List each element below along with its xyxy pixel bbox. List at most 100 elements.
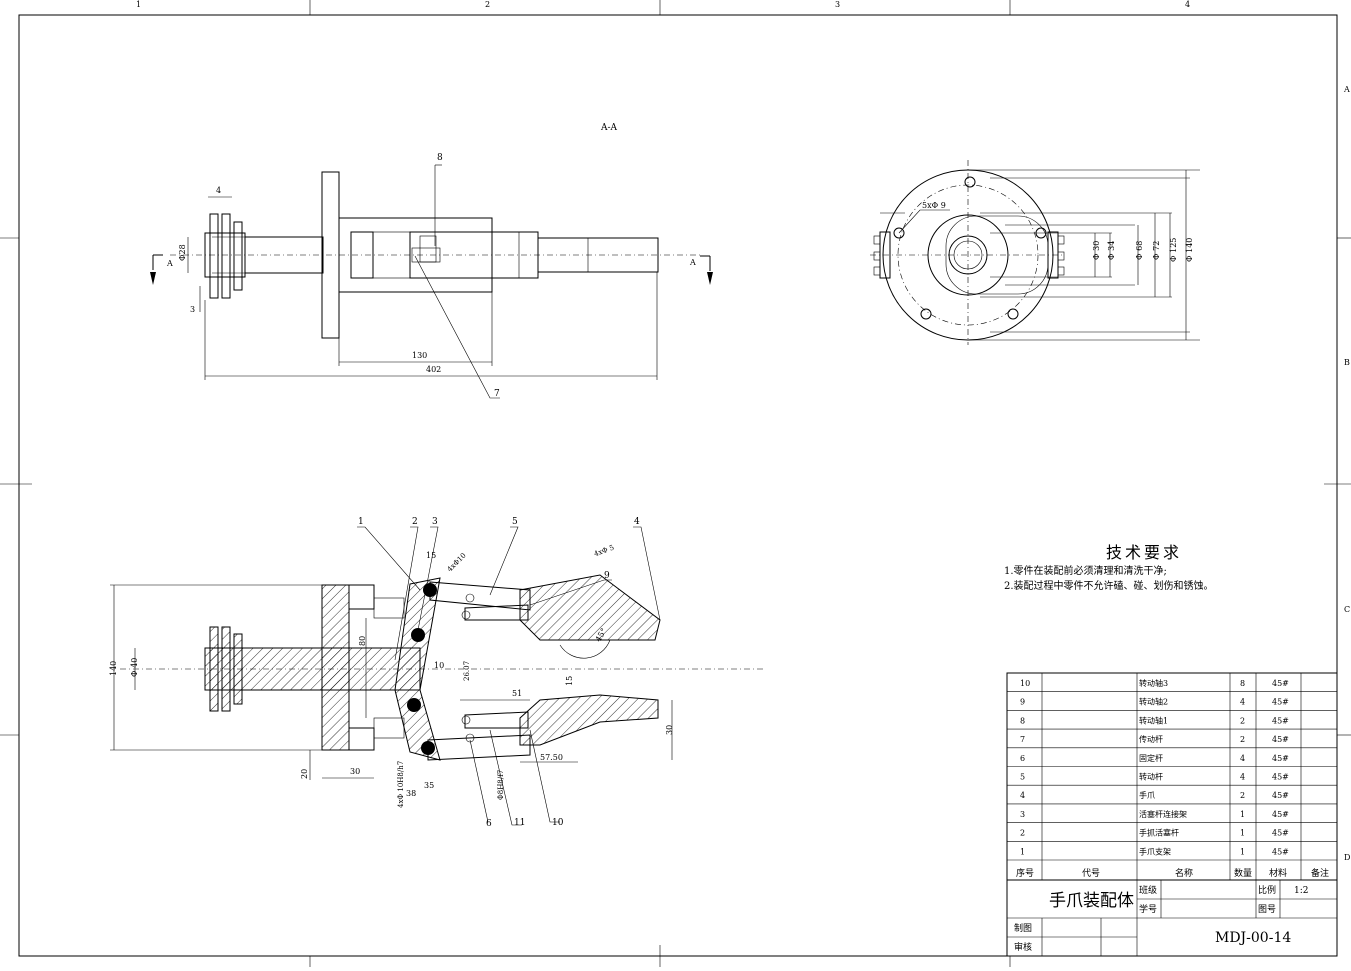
- side-view: Φ 140 Φ 125 Φ 72 Φ 68 Φ 34 Φ 30 5xΦ 9: [870, 160, 1200, 345]
- dim-holes3: 4xΦ 10H8/h7: [397, 761, 405, 808]
- id-label: 学号: [1139, 903, 1157, 915]
- dim-holes1: 4xΦ10: [446, 552, 468, 574]
- bom-header-no: 序号: [1016, 867, 1034, 879]
- bom-cell-name: 转动轴2: [1139, 697, 1168, 707]
- bom-cell-no: 4: [1020, 791, 1025, 800]
- dim-140: 140: [109, 661, 118, 676]
- bom-cell-mat: 45#: [1272, 829, 1289, 838]
- bom-cell-no: 9: [1020, 698, 1025, 707]
- bom-header-mat: 材料: [1269, 867, 1287, 879]
- bom-cell-no: 1: [1020, 847, 1025, 856]
- bom-cell-mat: 45#: [1272, 810, 1289, 819]
- dim-38: 38: [406, 789, 416, 798]
- bom-cell-no: 2: [1020, 829, 1025, 838]
- bom-cell-mat: 45#: [1272, 754, 1289, 763]
- dim-130: 130: [412, 351, 427, 360]
- bom-cell-name: 固定杆: [1139, 753, 1163, 763]
- bom-cell-name: 传动杆: [1139, 734, 1163, 744]
- dim-phi40: Φ 40: [130, 658, 139, 677]
- bom-cell-no: 10: [1020, 679, 1030, 688]
- bom-cell-qty: 1: [1240, 847, 1245, 856]
- bom-cell-mat: 45#: [1272, 679, 1289, 688]
- dim-phi140: Φ 140: [1185, 238, 1194, 262]
- bom-cell-qty: 8: [1240, 679, 1245, 688]
- dim-phi125: Φ 125: [1169, 238, 1178, 262]
- zone-label: C: [1344, 605, 1350, 614]
- zone-label: B: [1344, 358, 1350, 367]
- bom-cell-mat: 45#: [1272, 847, 1289, 856]
- bom-cell-mat: 45#: [1272, 773, 1289, 782]
- bom-header-note: 备注: [1311, 867, 1329, 879]
- bom-cell-no: 5: [1020, 773, 1025, 782]
- bom-cell-name: 活塞杆连接架: [1139, 809, 1187, 819]
- bom-cell-no: 7: [1020, 735, 1025, 744]
- cut-label: A: [166, 259, 173, 268]
- dim-4: 4: [216, 186, 221, 195]
- bom-cell-no: 8: [1020, 716, 1025, 725]
- cut-label: A: [689, 258, 696, 267]
- class-label: 班级: [1139, 884, 1157, 896]
- callout-2: 2: [412, 517, 418, 527]
- dim-phi34: Φ 34: [1107, 241, 1116, 260]
- dim-26: 26.07: [463, 661, 471, 681]
- bom-cell-name: 转动轴1: [1139, 715, 1168, 725]
- callout-7: 7: [494, 389, 500, 399]
- section-label: A-A: [600, 123, 618, 133]
- callout-4: 4: [634, 517, 640, 527]
- zone-label: 2: [485, 0, 490, 9]
- dim-phi72: Φ 72: [1152, 241, 1161, 260]
- dim-30b: 30: [665, 725, 674, 735]
- bom-cell-name: 手爪支架: [1139, 846, 1171, 856]
- technical-requirements: 技术要求 1.零件在装配前必须清理和清洗干净; 2.装配过程中零件不允许磕、碰、…: [1004, 545, 1284, 594]
- bom-cell-mat: 45#: [1272, 716, 1289, 725]
- bom-cell-qty: 4: [1240, 754, 1245, 763]
- bom-header-qty: 数量: [1234, 867, 1252, 879]
- bom-cell-no: 3: [1020, 810, 1025, 819]
- callout-6: 6: [486, 819, 492, 829]
- ratio-label: 比例: [1258, 884, 1276, 896]
- front-view: A-A A A 402: [150, 123, 713, 399]
- bom-cell-mat: 45#: [1272, 698, 1289, 707]
- bom-cell-qty: 2: [1240, 735, 1245, 744]
- bom-cell-qty: 4: [1240, 773, 1245, 782]
- bom-cell-name: 转动杆: [1139, 772, 1163, 782]
- dim-holes2: 4xΦ 5: [593, 544, 615, 559]
- bom-cell-qty: 2: [1240, 716, 1245, 725]
- zone-label: 1: [136, 0, 141, 9]
- tech-line-2: 2.装配过程中零件不允许磕、碰、划伤和锈蚀。: [1004, 581, 1214, 592]
- dim-phi28: Φ28: [178, 244, 187, 261]
- dim-15b: 15: [565, 676, 574, 686]
- bom-cell-no: 6: [1020, 754, 1025, 763]
- dim-hole4: Φ8H8/f7: [497, 770, 505, 800]
- bom-cell-qty: 1: [1240, 810, 1245, 819]
- bom-header-name: 名称: [1175, 867, 1193, 879]
- dim-57: 57.50: [540, 753, 563, 762]
- bom-cell-name: 手抓活塞杆: [1139, 828, 1179, 838]
- callout-9: 9: [604, 571, 610, 581]
- drawing-no-label: 图号: [1258, 904, 1276, 915]
- bom-cell-mat: 45#: [1272, 791, 1289, 800]
- dim-30: 30: [350, 767, 360, 776]
- drawn-label: 制图: [1014, 922, 1032, 934]
- ratio-value: 1:2: [1294, 886, 1308, 896]
- bom-cell-name: 转动轴3: [1139, 678, 1168, 688]
- dim-80: 80: [358, 636, 367, 646]
- bom-cell-qty: 2: [1240, 791, 1245, 800]
- zone-label: 3: [835, 0, 840, 9]
- drawing-number: MDJ-00-14: [1215, 930, 1291, 946]
- callout-11: 11: [514, 818, 525, 828]
- dim-phi30: Φ 30: [1092, 241, 1101, 260]
- review-label: 审核: [1014, 941, 1032, 953]
- zone-label: 4: [1185, 0, 1190, 9]
- dim-bolt-holes: 5xΦ 9: [922, 201, 946, 210]
- dim-402: 402: [426, 365, 441, 374]
- bom-cell-mat: 45#: [1272, 735, 1289, 744]
- zone-label: D: [1344, 853, 1350, 862]
- callout-1: 1: [358, 517, 364, 527]
- bom-header-code: 代号: [1082, 868, 1100, 879]
- bom-table: 10 转动轴3 8 45# 9 转动轴2 4 45# 8 转动轴1 2 45# 7 传动杆 2 45# 6 固定杆…: [1006, 672, 1338, 957]
- dim-15: 15: [426, 551, 436, 560]
- tech-title: 技术要求: [1105, 543, 1182, 562]
